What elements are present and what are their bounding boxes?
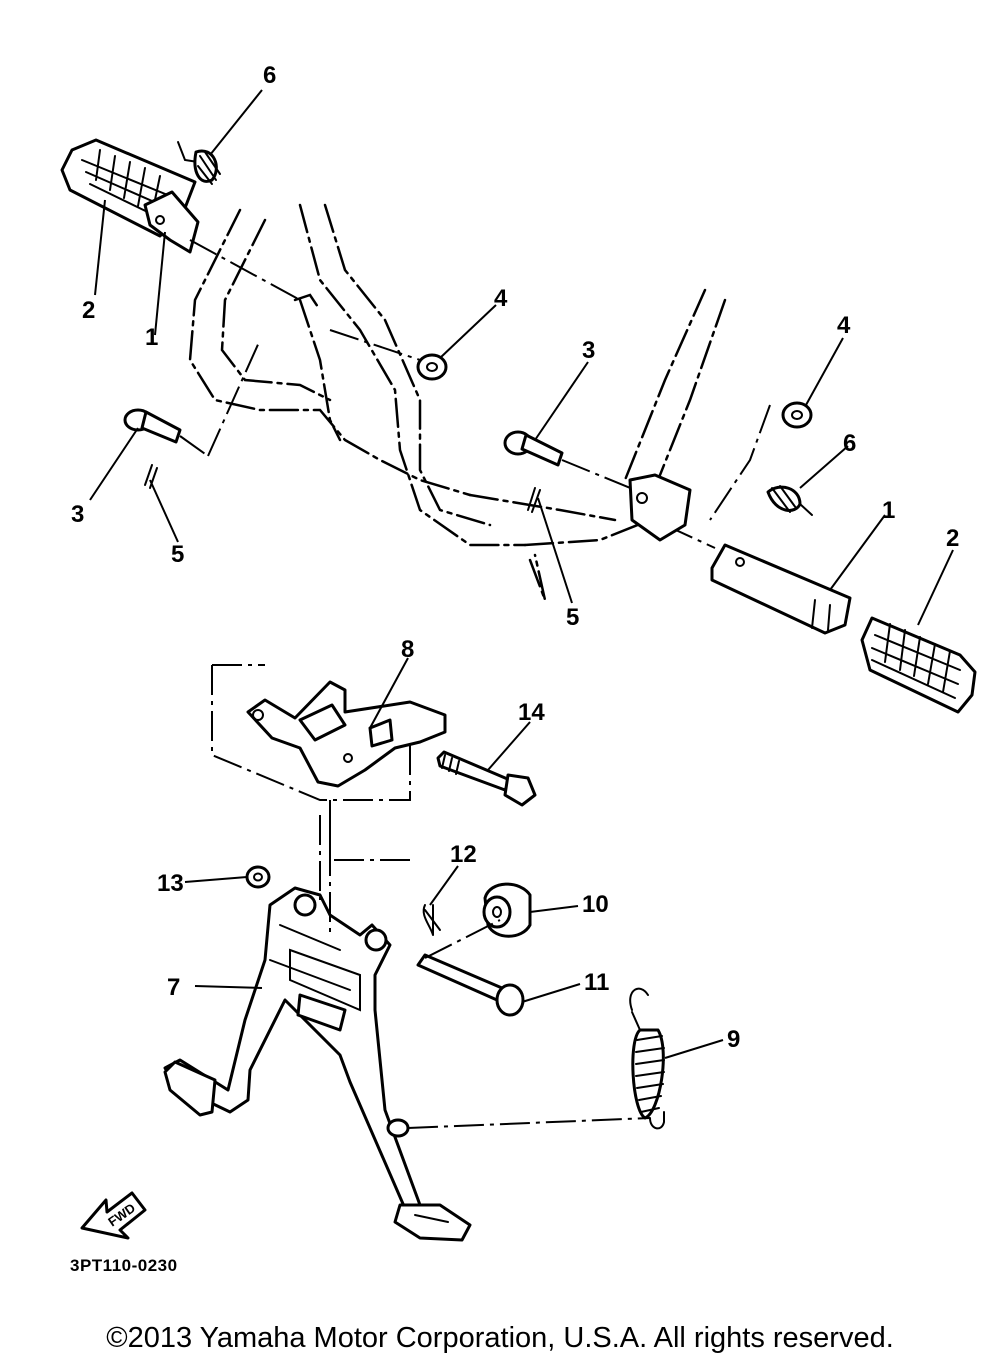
- left-washer-line: [329, 329, 421, 361]
- callout-8: 8: [401, 636, 414, 663]
- left-pin-link-line: [207, 339, 261, 457]
- footrest-bracket-right: [710, 543, 852, 635]
- callout-1-right: 1: [882, 497, 895, 524]
- callout-4-right: 4: [837, 312, 851, 339]
- spring-hook-line: [407, 1117, 651, 1129]
- diagram-code: 3PT110-0230: [70, 1256, 178, 1275]
- main-stand: [163, 886, 472, 1242]
- footrest-mount-right: [628, 473, 692, 542]
- callout-4-left: 4: [494, 285, 508, 312]
- callout-3-right: 3: [582, 337, 595, 364]
- footrest-bracket-left: [143, 190, 200, 254]
- callout-2-left: 2: [82, 297, 95, 324]
- return-spring-left: [177, 141, 221, 185]
- callout-12: 12: [450, 841, 477, 868]
- callout-13: 13: [157, 870, 184, 897]
- callout-2-right: 2: [946, 525, 959, 552]
- callout-10: 10: [582, 891, 609, 918]
- bracket-lower-line: [329, 820, 410, 861]
- callout-6-right: 6: [843, 430, 856, 457]
- callout-9: 9: [727, 1026, 740, 1053]
- footrest-rubber-right: [860, 616, 977, 714]
- bracket-box-line: [211, 664, 411, 801]
- stand-spring: [629, 987, 665, 1130]
- pin-left: [123, 408, 182, 444]
- leader-lines: [89, 89, 954, 1059]
- bolt-stand: [436, 750, 537, 807]
- washer-stand: [245, 865, 271, 889]
- callout-labels: 6 2 1 3 5 4 3 5 4 6 1 2 8 14 12 13 10 7 …: [71, 62, 959, 1053]
- right-washer-line: [709, 404, 771, 521]
- callout-14: 14: [518, 699, 545, 726]
- pin-right: [503, 430, 564, 467]
- left-footrest-axis-line: [189, 239, 301, 301]
- return-spring-right: [766, 485, 813, 516]
- washer-right: [781, 401, 813, 429]
- callout-1-left: 1: [145, 324, 158, 351]
- callout-5-left: 5: [171, 541, 184, 568]
- cotter-pin-right: [527, 487, 541, 513]
- right-pin-axis-line: [561, 459, 641, 493]
- stand-bracket: [246, 680, 447, 788]
- shaft-line: [424, 919, 501, 959]
- clip: [422, 904, 441, 936]
- callout-3-left: 3: [71, 501, 84, 528]
- callout-7: 7: [167, 974, 180, 1001]
- stopper-rubber: [482, 882, 532, 938]
- shaft: [416, 953, 525, 1017]
- left-pin-axis-line: [179, 435, 209, 457]
- callout-11: 11: [584, 969, 609, 996]
- frame-outline: [188, 203, 727, 601]
- copyright-notice: ©2013 Yamaha Motor Corporation, U.S.A. A…: [106, 1322, 894, 1354]
- fwd-arrow-icon: FWD: [80, 1191, 147, 1240]
- washer-left: [416, 353, 448, 381]
- callout-6-left: 6: [263, 62, 276, 89]
- callout-5-right: 5: [566, 604, 579, 631]
